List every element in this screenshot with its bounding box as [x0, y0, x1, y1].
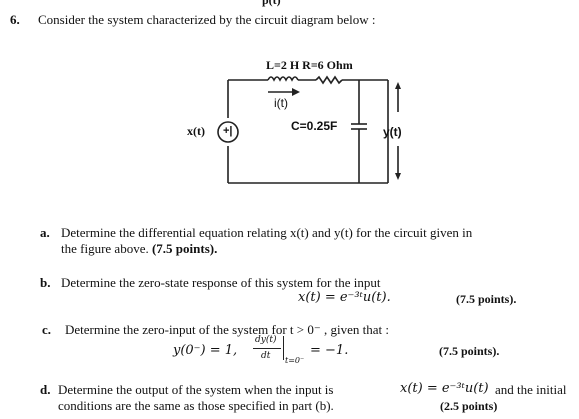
output-arrow-head-up: [395, 82, 401, 89]
part-d-line1-end: and the initial: [495, 382, 567, 397]
part-c-eval-bar: [283, 336, 284, 360]
part-b-line1: Determine the zero-state response of thi…: [61, 275, 381, 290]
part-c-fraction-bar: [253, 348, 281, 349]
part-a-line2-text: the figure above.: [61, 241, 149, 256]
current-label: i(t): [274, 96, 288, 110]
part-d-letter: d.: [40, 382, 51, 397]
part-c-deriv-den: dt: [261, 351, 271, 361]
resistor-symbol: [315, 75, 343, 85]
part-c-deriv-num: dy(t): [255, 335, 277, 345]
cut-title: p(t): [262, 0, 281, 7]
voltage-source: [217, 121, 239, 143]
part-d-points: (2.5 points): [440, 399, 498, 413]
part-a-line1: Determine the differential equation rela…: [61, 225, 473, 240]
question-text: Consider the system characterized by the…: [38, 12, 376, 27]
part-d-line2: conditions are the same as those specifi…: [58, 398, 334, 413]
question-number: 6.: [10, 12, 20, 27]
part-c-eq2: = −1.: [310, 343, 349, 358]
current-arrow-head: [292, 88, 300, 96]
part-a-letter: a.: [40, 225, 50, 240]
source-sign: +|: [223, 125, 233, 137]
input-label: x(t): [187, 124, 205, 138]
part-a-line2: the figure above. (7.5 points).: [61, 241, 217, 257]
output-arrow-head-down: [395, 173, 401, 180]
lr-label: L=2 H R=6 Ohm: [266, 58, 353, 72]
part-d-line1-math: x(t) = e⁻³ᵗu(t): [400, 381, 489, 396]
part-c-deriv-sub: t=0⁻: [285, 356, 305, 365]
part-c-line1: Determine the zero-input of the system f…: [65, 322, 389, 337]
capacitor-label: C=0.25F: [291, 119, 338, 133]
part-d-line1: Determine the output of the system when …: [58, 382, 334, 397]
part-c-eq1: y(0⁻) = 1,: [173, 343, 238, 358]
inductor-symbol: [267, 76, 299, 82]
part-b-equation: x(t) = e⁻³ᵗu(t).: [298, 290, 391, 305]
part-a-points: (7.5 points).: [151, 241, 218, 256]
output-label: y(t): [383, 125, 402, 139]
part-b-points: (7.5 points).: [456, 292, 517, 306]
part-c-letter: c.: [42, 322, 52, 337]
part-b-letter: b.: [40, 275, 51, 290]
part-c-points: (7.5 points).: [439, 344, 500, 358]
